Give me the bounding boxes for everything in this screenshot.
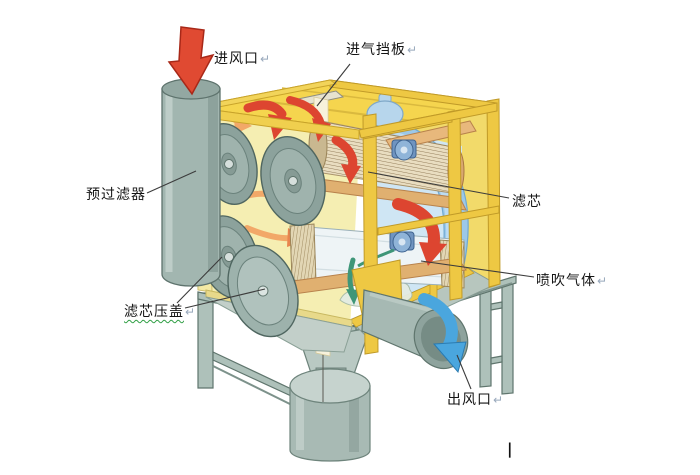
red-arrow-4-head: [419, 242, 447, 266]
leader-intake-baffle: [316, 63, 351, 107]
label-air-outlet-text: 出风口: [447, 392, 492, 408]
label-filter-cartridge-text: 滤芯: [512, 194, 542, 210]
pre-filter-body: [161, 88, 221, 287]
end-disc-cover: [227, 244, 299, 338]
paragraph-mark: ↵: [407, 43, 418, 57]
stand-leg-right-front: [501, 283, 514, 395]
leader-cartridge-cover-b: [176, 256, 223, 304]
label-pulse-jet-gas: 喷吹气体↵: [536, 274, 607, 288]
leader-air-outlet: [456, 354, 472, 390]
label-intake-baffle: 进气挡板↵: [346, 43, 417, 57]
label-intake-baffle-text: 进气挡板: [346, 42, 406, 58]
paragraph-mark: ↵: [493, 393, 504, 407]
leader-filter-cartridge: [367, 171, 510, 199]
stand-leg-right-back: [479, 278, 492, 388]
paragraph-mark: ↵: [260, 52, 271, 66]
label-pre-filter-text: 预过滤器: [86, 187, 146, 203]
end-disc-top-right: [260, 135, 326, 227]
leader-pre-filter: [146, 170, 197, 194]
frame-post-right-inner: [447, 109, 463, 301]
leader-pulse-jet-gas: [420, 260, 535, 278]
label-cartridge-cover: 滤芯压盖↵: [124, 305, 195, 319]
frame-post-right-outer: [486, 98, 501, 288]
paragraph-mark: ↵: [185, 305, 196, 319]
leader-lines: [146, 63, 535, 390]
red-arrow-1: [243, 100, 287, 119]
stand-brace-right-bottom: [490, 355, 503, 365]
paragraph-mark: ↵: [597, 274, 608, 288]
pre-filter-unit: [161, 26, 221, 287]
stand-leg-left: [197, 292, 214, 389]
top-face-frame-line-2: [281, 87, 456, 111]
outlet-air-arrowhead: [432, 341, 467, 374]
frame-beam-lower: [377, 205, 500, 236]
inlet-air-arrow: [167, 26, 215, 96]
text-cursor: |: [507, 440, 513, 458]
label-filter-cartridge: 滤芯: [512, 195, 543, 209]
outlet-assembly: [351, 259, 469, 374]
stand-beam-left: [212, 351, 303, 402]
leader-cartridge-cover-a: [184, 288, 266, 309]
frame-beam-right-top: [358, 102, 498, 139]
label-cartridge-cover-text: 滤芯压盖: [124, 304, 184, 320]
label-air-inlet-text: 进风口: [214, 51, 259, 67]
label-pre-filter: 预过滤器: [86, 188, 147, 202]
pulse-valve-top: [391, 139, 417, 161]
label-air-inlet: 进风口↵: [214, 52, 270, 66]
stand-beam-left-lower: [212, 365, 299, 409]
stand-brace-right-top: [490, 301, 503, 311]
label-air-outlet: 出风口↵: [447, 393, 503, 407]
label-pulse-jet-gas-text: 喷吹气体: [536, 273, 596, 289]
pedestal-top: [289, 368, 371, 404]
dust-arrow-1-head: [346, 289, 360, 305]
red-arrow-3-head: [341, 164, 361, 184]
